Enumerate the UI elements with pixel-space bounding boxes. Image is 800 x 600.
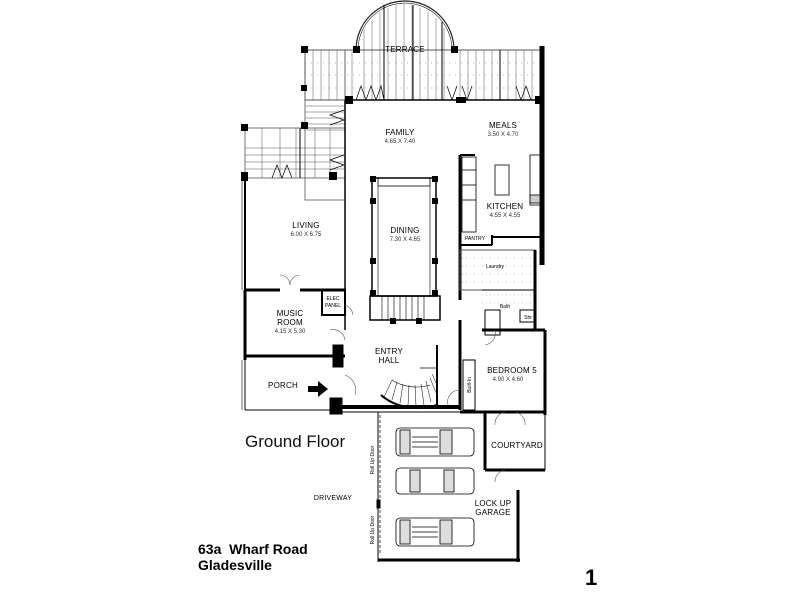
built-in-label: Built-In (467, 377, 473, 393)
address-line-2: Gladesville (198, 557, 272, 573)
living-label: LIVING (292, 221, 319, 230)
car-2 (395, 467, 475, 495)
bifold-doors (271, 84, 532, 179)
courtyard-label: COURTYARD (491, 441, 543, 450)
dining-dims: 7.30 X 4.65 (390, 237, 421, 243)
driveway-label: DRIVEWAY (314, 495, 352, 502)
dining-label: DINING (390, 226, 419, 235)
roll-up-door-1-label: Roll Up Door (370, 445, 376, 474)
entry-hall-label-1: ENTRY (375, 347, 403, 356)
entry-arrow-icon (308, 381, 328, 397)
shower-label: Shr (524, 315, 532, 321)
floor-title: Ground Floor (245, 432, 346, 451)
porch-label: PORCH (268, 381, 298, 390)
dining-area (369, 176, 441, 324)
garage-label-1: LOCK UP (475, 499, 512, 508)
address-line-1: 63a Wharf Road (198, 541, 308, 557)
garage-label-2: GARAGE (475, 508, 510, 517)
music-room-label-2: ROOM (277, 318, 303, 327)
pantry-label: PANTRY (465, 236, 485, 242)
elec-panel-label-2: PANEL (325, 303, 341, 309)
bedroom5-label: BEDROOM 5 (487, 366, 537, 375)
car-1 (395, 427, 475, 457)
exterior-walls (241, 46, 547, 562)
bedroom5-dims: 4.90 X 4.60 (493, 377, 524, 383)
family-label: FAMILY (385, 128, 415, 137)
address-block: 63a Wharf Road Gladesville (198, 541, 308, 573)
spiral-staircase (380, 345, 438, 409)
kitchen-fittings (461, 154, 541, 233)
bath-label: Bath (500, 304, 511, 310)
family-dims: 4.65 X 7.40 (385, 139, 416, 145)
garage-cars (395, 427, 475, 547)
kitchen-dims: 4.55 X 4.55 (490, 213, 521, 219)
elec-panel-label-1: ELEC (326, 296, 339, 302)
terrace-pillars (241, 46, 543, 181)
music-room-label-1: MUSIC (277, 309, 304, 318)
entry-hall-label-2: HALL (379, 356, 400, 365)
kitchen-label: KITCHEN (487, 202, 524, 211)
meals-label: MEALS (489, 121, 517, 130)
car-3 (395, 517, 475, 547)
laundry-grid (462, 257, 533, 304)
roll-up-door-2-label: Roll Up Door (370, 515, 376, 544)
terrace-label: TERRACE (385, 45, 425, 54)
terrace-area (244, 0, 543, 201)
laundry-label: Laundry (486, 264, 505, 270)
meals-dims: 3.50 X 4.70 (488, 132, 519, 138)
door-swings (279, 274, 526, 483)
page-number: 1 (585, 565, 598, 590)
living-dims: 6.00 X 6.75 (291, 232, 322, 238)
music-room-dims: 4.15 X 5.30 (275, 329, 306, 335)
